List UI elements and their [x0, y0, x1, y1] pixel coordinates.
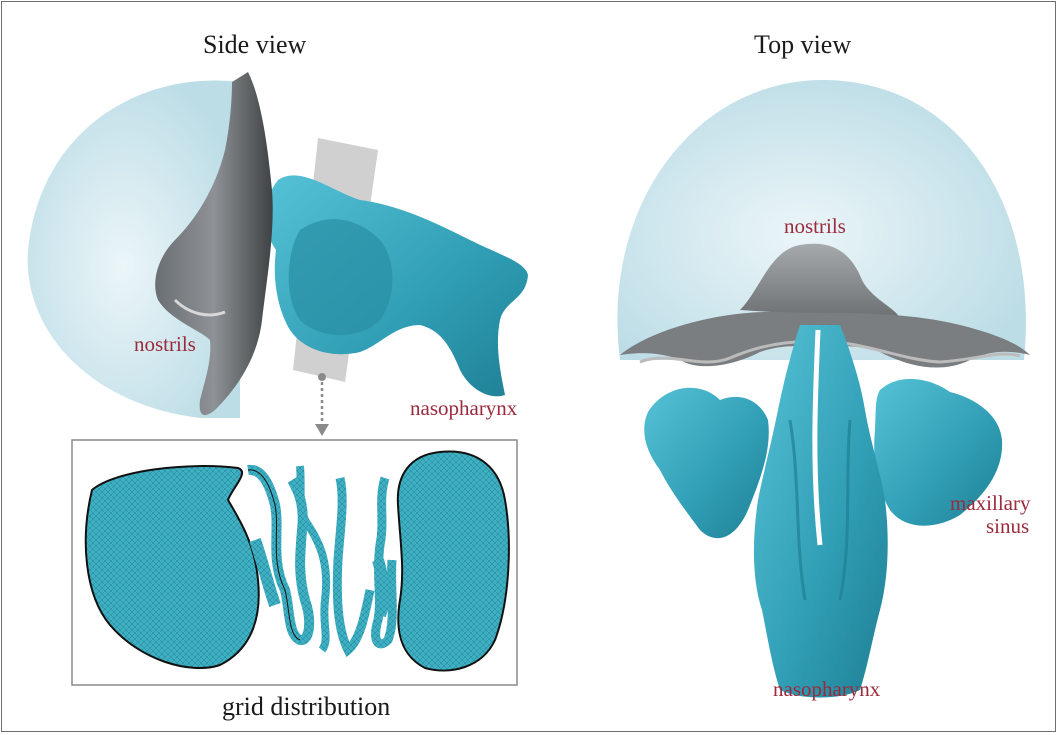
side-view-panel — [28, 72, 528, 436]
side-nasopharynx-label: nasopharynx — [410, 397, 517, 419]
maxillary-label-line2: sinus — [986, 515, 1029, 537]
top-left-sinus — [644, 388, 769, 538]
grid-distribution-inset — [72, 440, 517, 685]
top-view-title: Top view — [754, 30, 851, 60]
slice-marker — [318, 373, 326, 381]
maxillary-label-line1: maxillary — [950, 492, 1030, 514]
top-nasopharynx-label: nasopharynx — [773, 678, 880, 700]
top-view-panel — [617, 80, 1030, 698]
side-nostrils-label: nostrils — [134, 333, 196, 355]
top-nasal-cavity — [754, 325, 888, 698]
arrow-head — [315, 424, 329, 436]
top-nostrils-label: nostrils — [784, 215, 846, 237]
side-view-title: Side view — [203, 30, 306, 60]
mesh-right-lobe — [398, 452, 509, 671]
grid-distribution-caption: grid distribution — [222, 692, 390, 722]
mesh-blob-right — [378, 560, 384, 615]
